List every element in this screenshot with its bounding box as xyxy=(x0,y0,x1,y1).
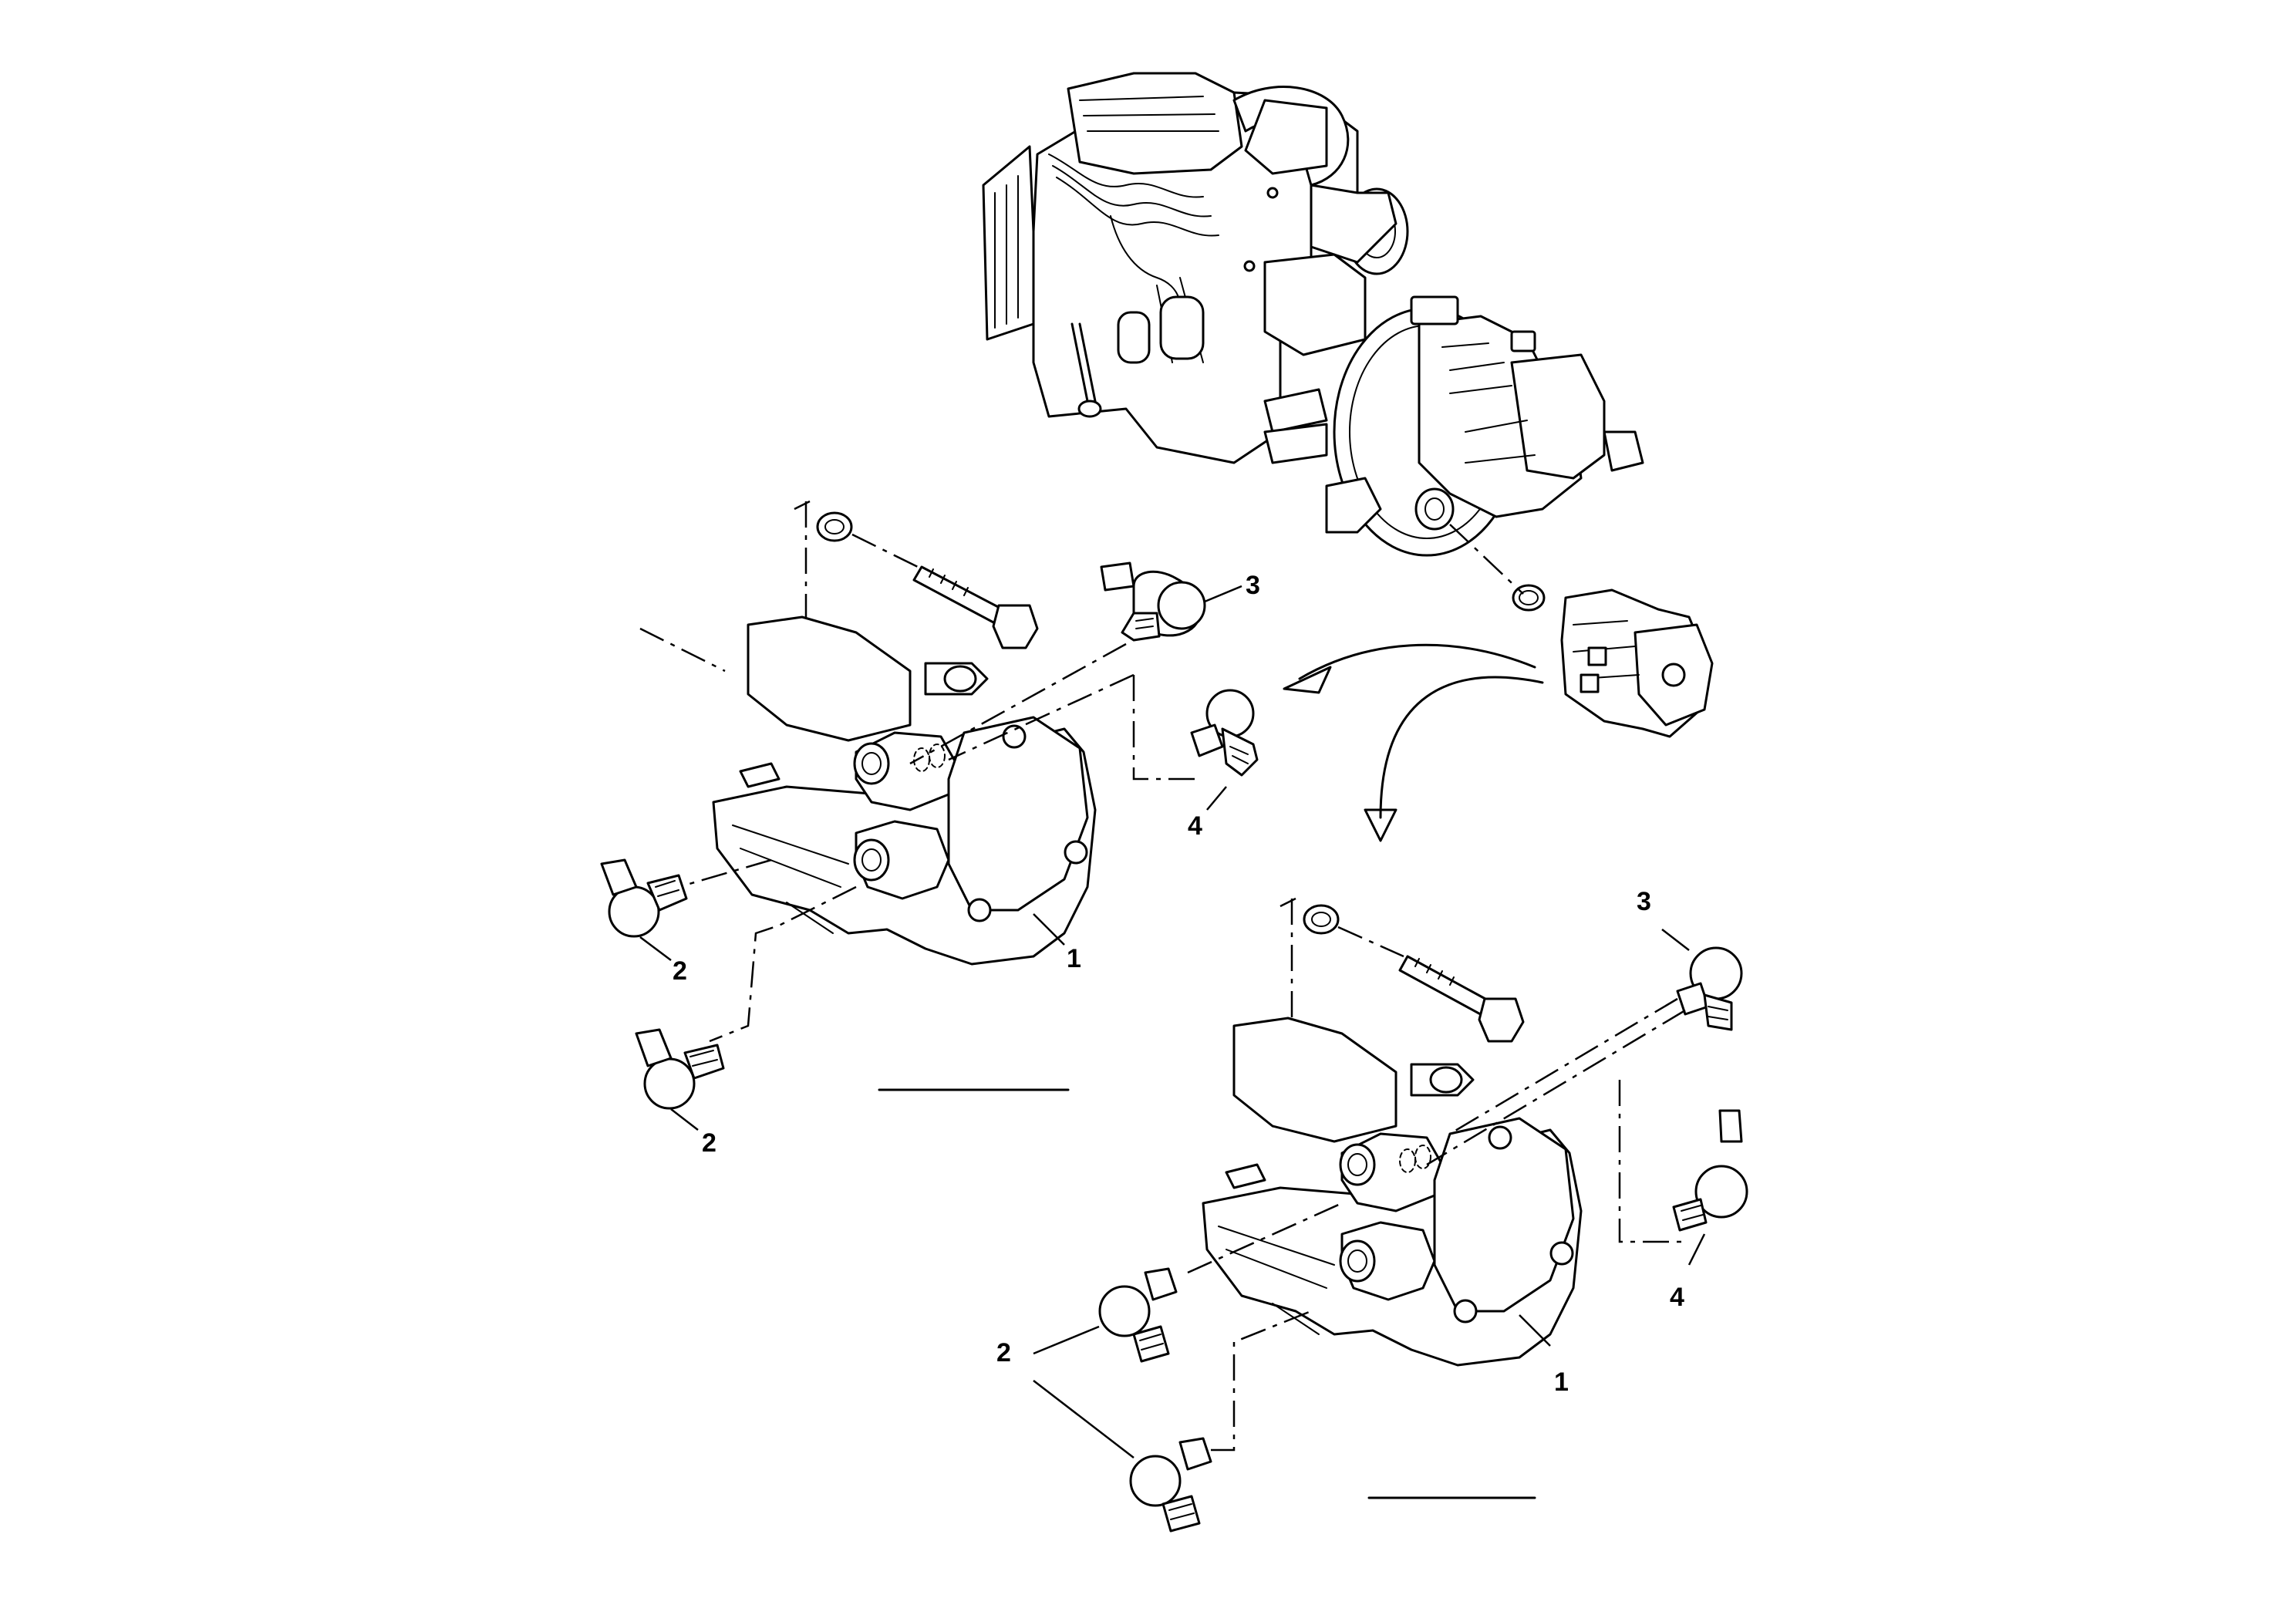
callout-1-lower: 1 xyxy=(1554,1367,1569,1397)
detail-arrows xyxy=(1283,643,1544,842)
callout-2-upper-a: 2 xyxy=(673,956,687,986)
callout-4-upper: 4 xyxy=(1188,811,1202,841)
callout-3-lower: 3 xyxy=(1637,887,1651,916)
callout-4-lower: 4 xyxy=(1670,1283,1684,1312)
callout-3-upper: 3 xyxy=(1246,571,1260,600)
lower-exploded-view xyxy=(1033,897,1748,1533)
engine-assembly xyxy=(982,72,1644,557)
callout-1-upper: 1 xyxy=(1067,944,1081,973)
callout-2-upper-b: 2 xyxy=(702,1128,716,1158)
upper-exploded-view xyxy=(600,500,1259,1131)
pump-detached xyxy=(1449,524,1714,738)
callout-2-lower: 2 xyxy=(996,1338,1011,1367)
